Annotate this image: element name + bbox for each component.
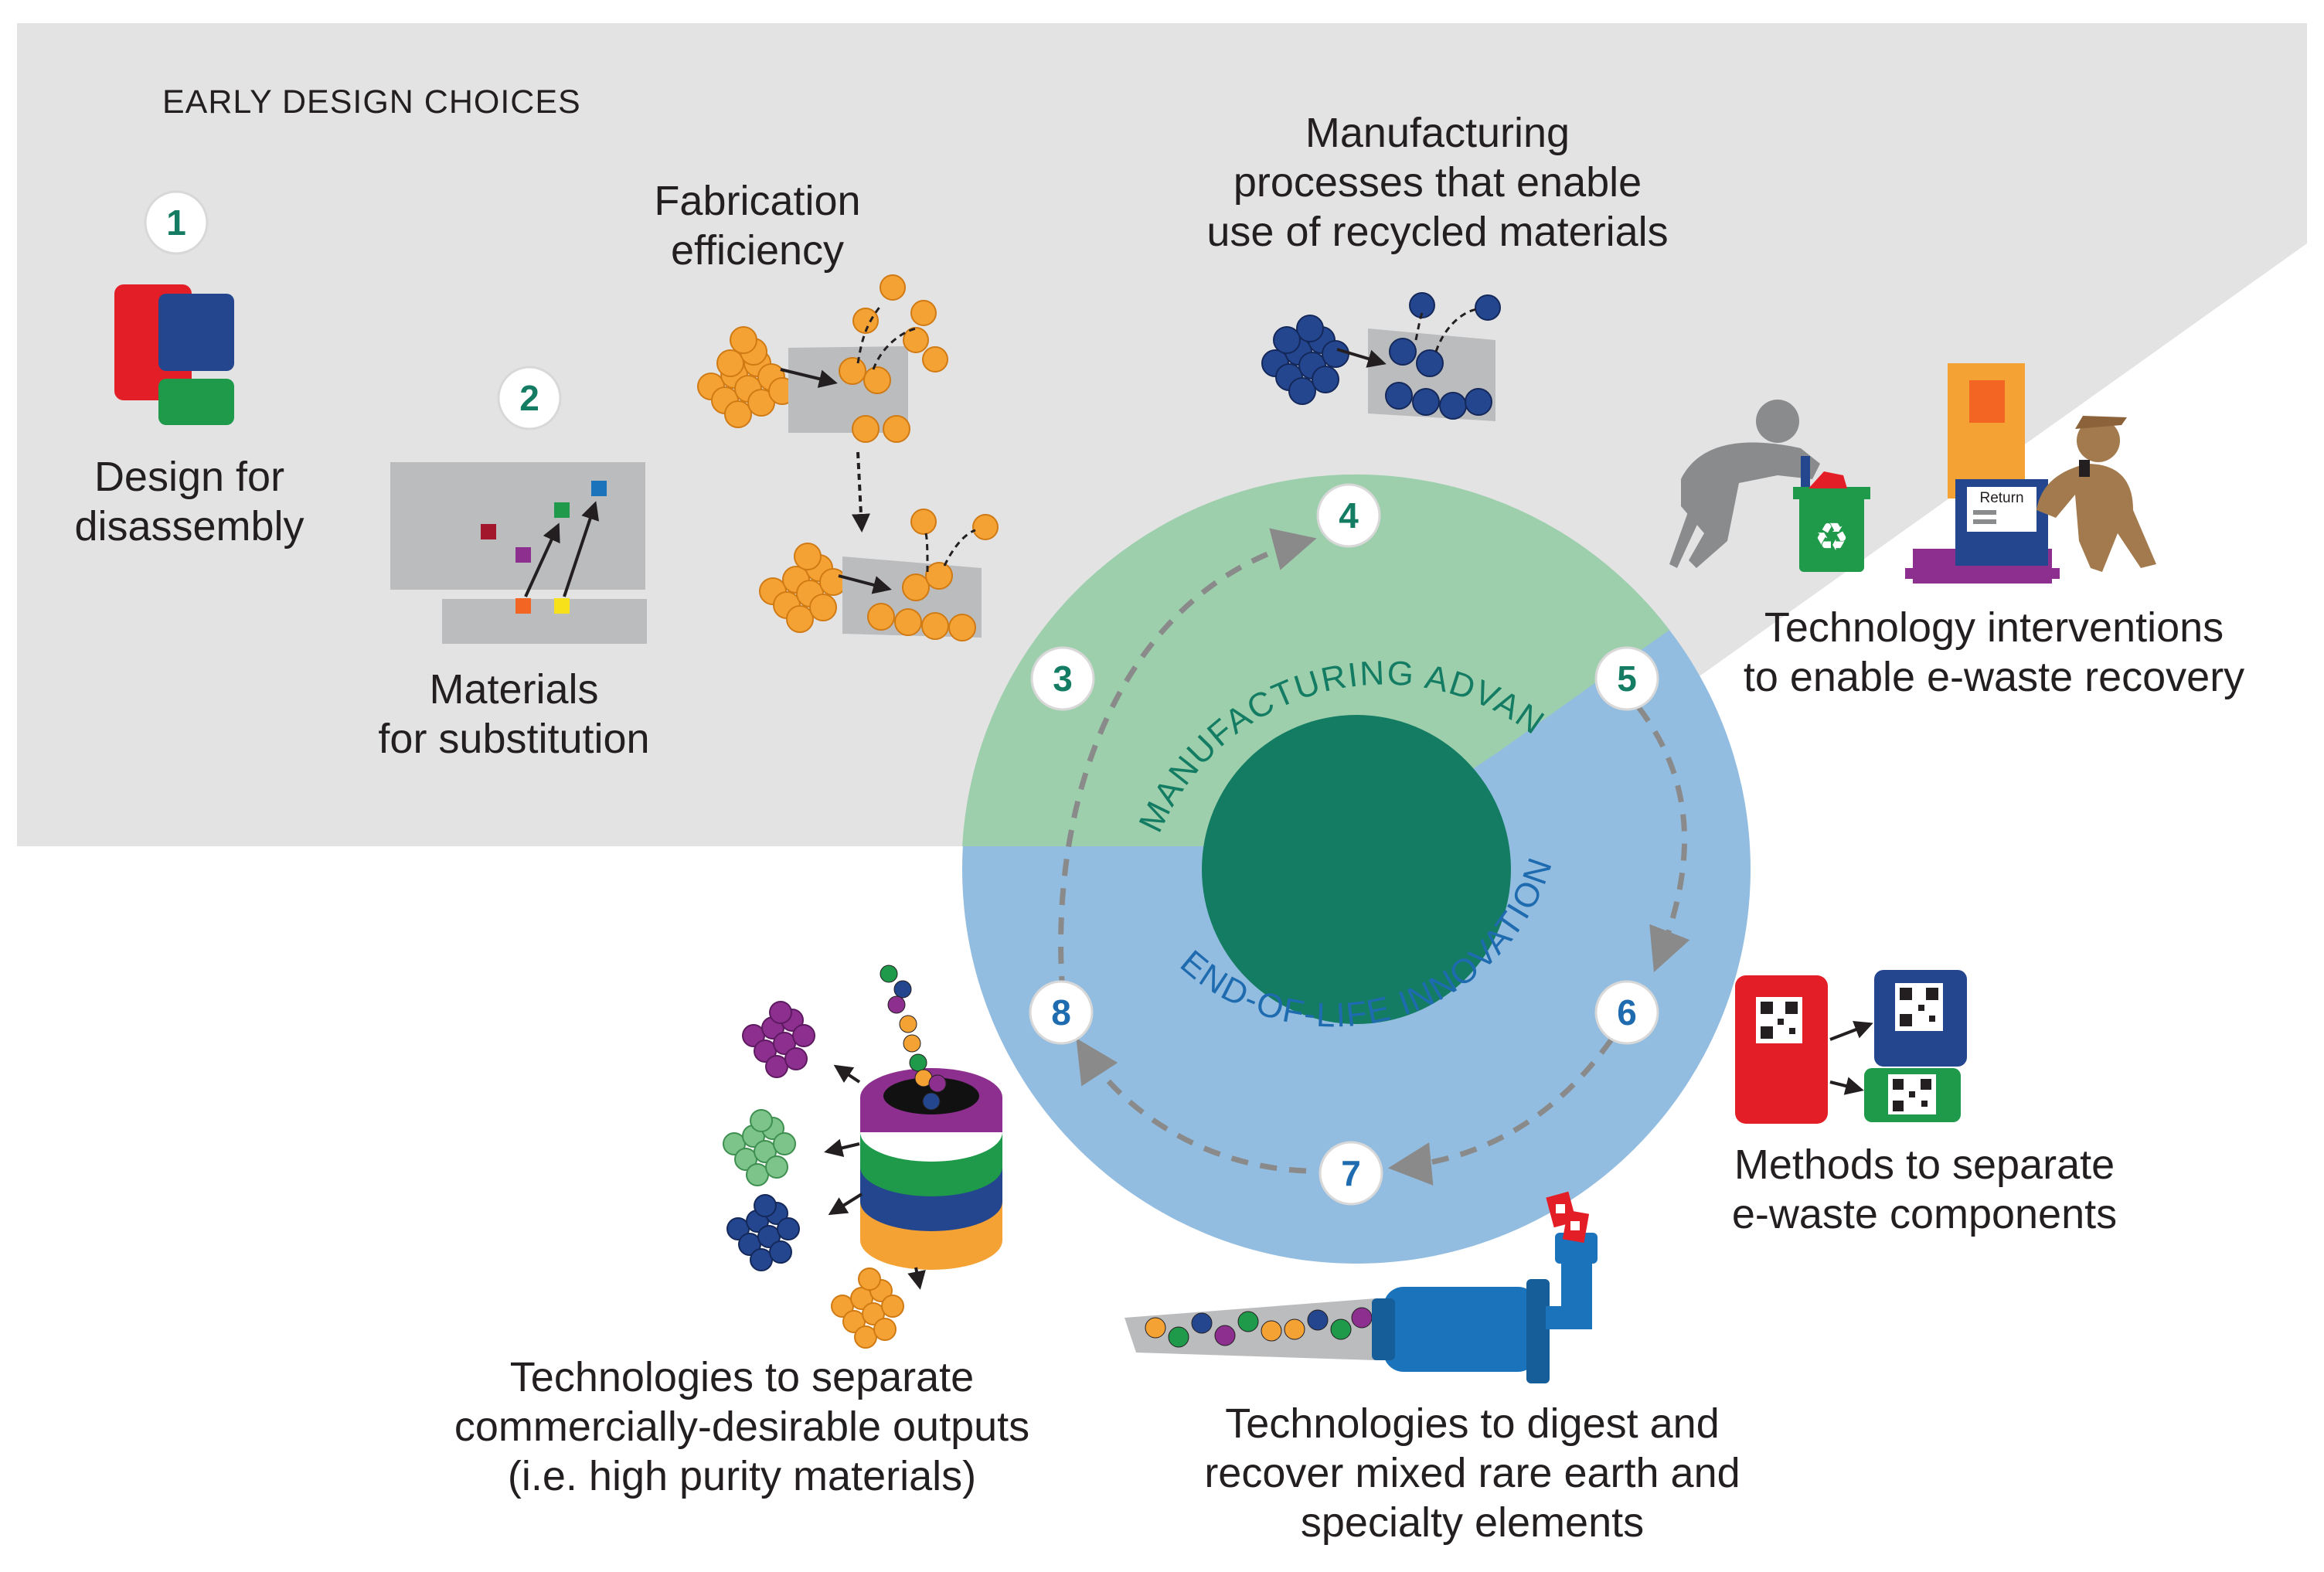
return-kiosk-icon: Return xyxy=(1905,363,2156,584)
orange-output-pile-icon xyxy=(831,1267,904,1349)
flow-arrow-7-to-8 xyxy=(1076,1038,1307,1174)
early-design-choices-heading: EARLY DESIGN CHOICES xyxy=(162,83,581,121)
manufacturing-ring xyxy=(962,474,1669,846)
separation-column-icon xyxy=(723,965,1002,1349)
green-output-pile-icon xyxy=(723,1109,796,1186)
purple-output-pile-icon xyxy=(742,1001,815,1078)
circuit-board-icon xyxy=(1546,1191,1590,1244)
svg-text:♻: ♻ xyxy=(1815,515,1849,560)
fabrication-efficiency-icon xyxy=(697,274,999,641)
svg-text:2: 2 xyxy=(519,378,539,418)
recycling-bin-icon: ♻ xyxy=(1793,471,1870,572)
step-badge-5: 5 xyxy=(1594,646,1659,711)
recycled-materials-icon xyxy=(1261,292,1501,421)
svg-text:8: 8 xyxy=(1051,992,1071,1033)
step-badge-6: 6 xyxy=(1594,980,1659,1045)
flow-arrow-3-to-4 xyxy=(1058,528,1317,994)
svg-text:1: 1 xyxy=(166,202,186,243)
svg-text:5: 5 xyxy=(1617,658,1637,699)
flow-arrow-5-to-6 xyxy=(1636,705,1690,973)
flow-arrow-6-to-7 xyxy=(1388,1037,1614,1186)
step-badge-1: 1 xyxy=(144,190,209,255)
cycle-core xyxy=(1202,715,1511,1024)
svg-text:4: 4 xyxy=(1339,495,1359,536)
return-kiosk-text: Return xyxy=(1979,490,2023,506)
svg-text:3: 3 xyxy=(1053,658,1073,699)
step-badge-4: 4 xyxy=(1316,483,1381,548)
navy-output-pile-icon xyxy=(726,1194,800,1271)
orange-sphere-pile-icon xyxy=(697,326,796,428)
step-badge-8: 8 xyxy=(1029,980,1094,1045)
recycling-person-icon: ♻ xyxy=(1669,400,1870,572)
digestion-machine-icon xyxy=(1125,1191,1598,1383)
material-substitution-icon xyxy=(390,462,647,644)
step-badge-3: 3 xyxy=(1030,646,1095,711)
step-badge-2: 2 xyxy=(497,366,562,430)
svg-text:6: 6 xyxy=(1617,992,1637,1033)
component-separation-icon xyxy=(1735,970,1967,1124)
disassembly-blocks-icon xyxy=(114,284,234,425)
svg-text:7: 7 xyxy=(1341,1153,1361,1193)
step-badge-7: 7 xyxy=(1319,1141,1383,1206)
